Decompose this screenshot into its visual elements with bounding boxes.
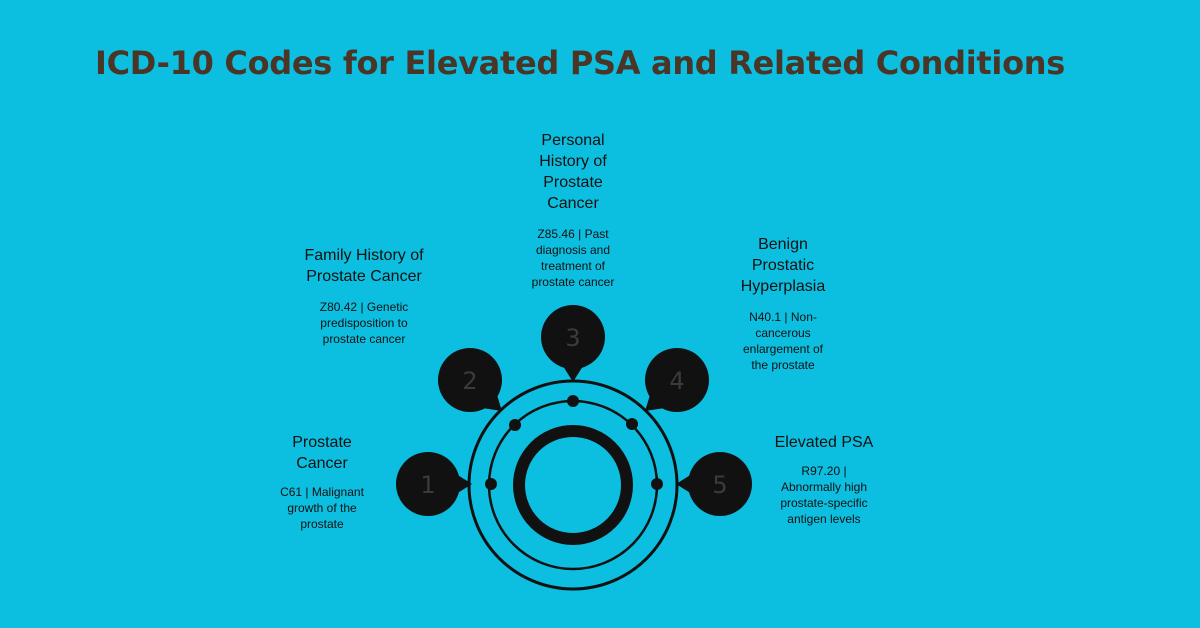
step-label-4: Benign Prostatic Hyperplasia N40.1 | Non…	[728, 234, 838, 373]
step-number-4: 4	[669, 367, 684, 395]
connector-dot-2	[509, 419, 521, 431]
step-marker-3: 3	[541, 305, 605, 382]
step-marker-4: 4	[645, 348, 709, 412]
step-description-2: Z80.42 | Genetic predisposition to prost…	[319, 300, 409, 346]
step-label-1: Prostate Cancer C61 | Malignant growth o…	[272, 432, 372, 532]
connector-dot-5	[651, 478, 663, 490]
connector-dot-3	[567, 395, 579, 407]
step-number-3: 3	[565, 324, 580, 352]
step-description-5: R97.20 | Abnormally high prostate-specif…	[780, 464, 868, 526]
step-number-2: 2	[462, 367, 477, 395]
step-description-4: N40.1 | Non-cancerous enlargement of the…	[742, 310, 824, 372]
connector-dot-1	[485, 478, 497, 490]
connector-dot-4	[626, 418, 638, 430]
step-number-1: 1	[420, 471, 435, 499]
step-heading-1: Prostate Cancer	[292, 434, 352, 472]
step-heading-4: Benign Prostatic Hyperplasia	[740, 236, 826, 295]
step-description-1: C61 | Malignant growth of the prostate	[280, 485, 364, 531]
inner-ring	[513, 425, 633, 545]
step-heading-5: Elevated PSA	[774, 434, 874, 451]
step-marker-5: 5	[676, 452, 752, 516]
step-marker-1: 1	[396, 452, 472, 516]
step-number-5: 5	[712, 471, 727, 499]
step-heading-3: Personal History of Prostate Cancer	[539, 132, 607, 212]
step-label-5: Elevated PSA R97.20 | Abnormally high pr…	[764, 432, 884, 527]
step-description-3: Z85.46 | Past diagnosis and treatment of…	[531, 227, 615, 289]
step-label-2: Family History of Prostate Cancer Z80.42…	[299, 245, 429, 347]
outer-ring	[467, 379, 679, 591]
step-heading-2: Family History of Prostate Cancer	[304, 247, 424, 285]
step-label-3: Personal History of Prostate Cancer Z85.…	[523, 130, 623, 290]
page-title: ICD-10 Codes for Elevated PSA and Relate…	[95, 44, 1066, 82]
step-marker-2: 2	[438, 348, 502, 412]
